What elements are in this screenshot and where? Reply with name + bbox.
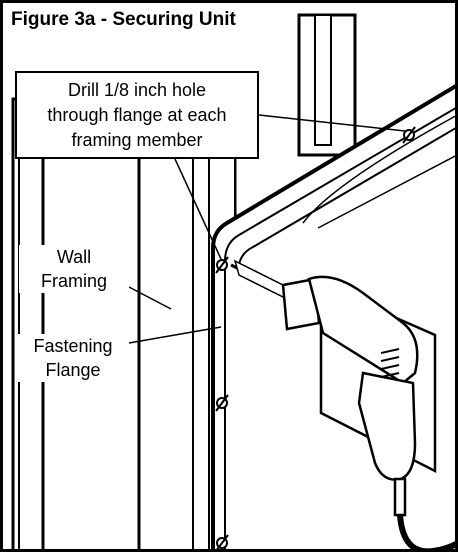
label-line: Framing: [40, 271, 107, 291]
fastening-hole-icon: [215, 126, 416, 549]
power-cord-icon: [397, 514, 455, 549]
figure-title: Figure 3a - Securing Unit: [9, 9, 242, 33]
drill-instruction-callout: Drill 1/8 inch hole through flange at ea…: [15, 71, 259, 159]
callout-line: framing member: [71, 130, 203, 150]
callout-line: Drill 1/8 inch hole: [67, 80, 207, 100]
illustration: [11, 13, 455, 549]
drill-icon: [230, 259, 437, 517]
label-line: Flange: [45, 360, 101, 380]
label-line: Wall: [56, 247, 92, 267]
fastening-flange-label: Fastening Flange: [17, 334, 129, 382]
callout-line: through flange at each: [47, 105, 227, 125]
leader-lines: [128, 114, 406, 344]
wall-framing-label: Wall Framing: [19, 245, 129, 293]
label-line: Fastening: [33, 336, 113, 356]
